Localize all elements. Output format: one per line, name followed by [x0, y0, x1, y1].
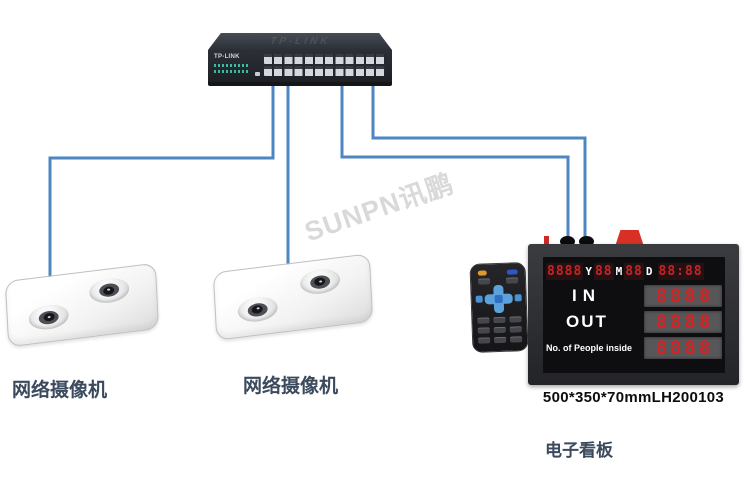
remote-control: [469, 262, 529, 353]
people-inside-label: No. of People inside: [546, 343, 633, 353]
remote-button: [475, 295, 483, 303]
lens-ring: [38, 309, 59, 326]
remote-button: [493, 316, 506, 324]
remote-button: [493, 326, 506, 334]
switch-port-row-top: [264, 54, 386, 64]
day-digits: 88: [624, 262, 644, 280]
lens-glint: [256, 307, 260, 310]
switch-front-face: TP-LINK: [208, 50, 392, 86]
date-time-row: 8888 Y 88 M 88 D 88:88: [546, 261, 722, 281]
remote-button: [477, 327, 490, 334]
board-cable-connector-2: [579, 236, 594, 247]
switch-port-block: [264, 54, 386, 78]
out-label: OUT: [566, 312, 608, 331]
lens-ring: [309, 274, 331, 290]
year-letter: Y: [585, 264, 592, 278]
board-alarm-lamp-icon: [615, 230, 644, 245]
in-count-display: 8888: [644, 285, 722, 307]
people-inside-row: No. of People inside 8888: [545, 337, 723, 359]
lens-ring: [247, 301, 268, 318]
remote-button: [509, 316, 522, 323]
lens-pupil: [103, 285, 115, 296]
lens-ring: [98, 282, 119, 299]
remote-button: [509, 326, 522, 333]
lens-glint: [107, 288, 111, 292]
lens-pupil: [314, 277, 326, 287]
board-label: 电子看板: [545, 441, 613, 460]
switch-led-row-1: [214, 64, 250, 67]
remote-power-button: [477, 270, 487, 276]
lens-glint: [318, 279, 322, 283]
out-row: OUT 8888: [545, 311, 723, 333]
remote-button: [477, 317, 490, 324]
camera-1-label: 网络摄像机: [12, 380, 108, 401]
led-display-board: 8888 Y 88 M 88 D 88:88 IN 8888 OUT 8888 …: [528, 244, 739, 385]
remote-button: [494, 336, 507, 344]
camera-lens-icon: [237, 294, 278, 324]
switch-top-brand-text: TP-LINK: [267, 36, 333, 47]
cable-switch-to-camera-1: [48, 84, 275, 295]
switch-led-row-2: [214, 70, 250, 73]
remote-button: [505, 277, 519, 284]
camera-2-label: 网络摄像机: [243, 376, 339, 397]
remote-button: [514, 294, 522, 302]
switch-brand-logo: TP-LINK: [214, 54, 240, 60]
lens-glint: [47, 315, 51, 318]
day-letter: D: [645, 264, 653, 278]
cable-switch-to-board-2: [371, 84, 587, 243]
year-digits: 8888: [546, 262, 584, 280]
camera-body: [4, 262, 160, 348]
lens-pupil: [43, 312, 55, 322]
led-display-panel: 8888 Y 88 M 88 D 88:88 IN 8888 OUT 8888 …: [543, 257, 725, 373]
in-label: IN: [572, 286, 601, 305]
switch-reset-button: [255, 72, 260, 76]
camera-body: [212, 253, 374, 341]
people-inside-display: 8888: [644, 337, 722, 359]
camera-lens-icon: [88, 276, 130, 306]
remote-function-button: [506, 269, 518, 275]
board-red-stub: [544, 236, 549, 247]
ip-camera-2: [212, 253, 374, 341]
out-count-display: 8888: [644, 311, 722, 333]
camera-lens-icon: [28, 302, 70, 332]
switch-top-face: TP-LINK: [208, 33, 392, 50]
month-digits: 88: [593, 262, 614, 280]
board-cable-connector-1: [560, 236, 575, 247]
network-switch: TP-LINK TP-LINK: [208, 33, 392, 86]
time-digits: 88:88: [657, 262, 704, 280]
switch-port-row-bottom: [264, 66, 386, 76]
remote-button: [510, 336, 523, 343]
remote-button: [477, 278, 491, 285]
lens-pupil: [251, 304, 264, 315]
ip-camera-1: [4, 262, 160, 348]
board-dimensions-text: 500*350*70mmLH200103: [542, 389, 725, 406]
month-letter: M: [615, 264, 623, 278]
in-row: IN 8888: [545, 285, 723, 307]
cable-switch-to-board-1: [340, 84, 570, 243]
remote-button: [478, 337, 491, 344]
remote-ok-button: [494, 294, 503, 304]
camera-lens-icon: [299, 267, 341, 297]
